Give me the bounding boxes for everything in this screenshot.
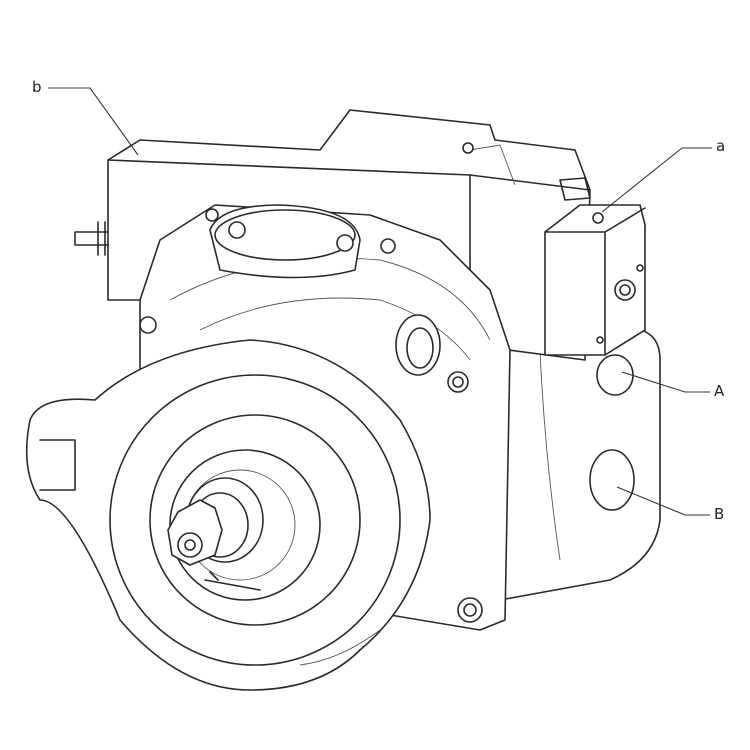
leader-A [621,371,710,393]
callout-a: a [716,137,726,155]
top-cover [209,204,361,279]
side-port [395,314,441,376]
callout-B: B [714,505,725,523]
leader-B [616,486,710,516]
rear-housing [489,329,661,601]
stud [74,221,109,256]
callout-b: b [32,78,42,96]
leader-b [48,87,139,156]
control-block [544,204,646,356]
leader-a [601,147,712,213]
port-b [589,449,635,511]
callout-A: A [714,382,725,400]
